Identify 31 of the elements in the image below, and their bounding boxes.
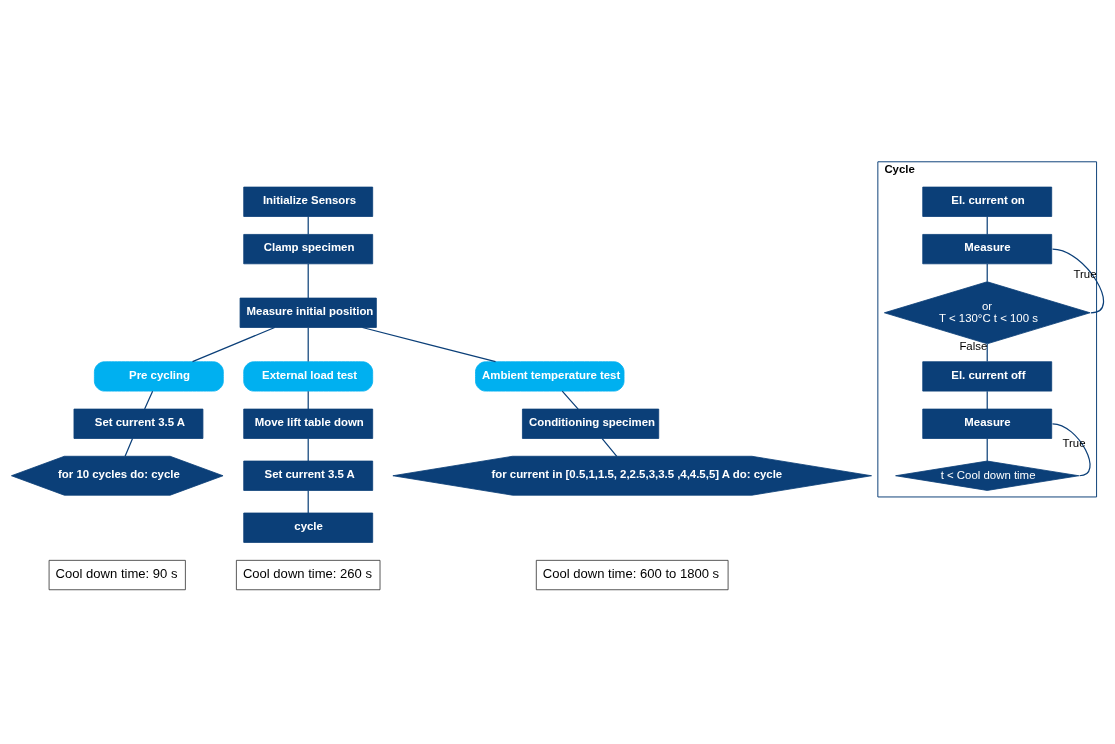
node-box: Clamp specimen <box>243 233 374 264</box>
node-box: Conditioning specimen <box>522 408 660 439</box>
connector <box>361 326 497 362</box>
node-diamond: t < Cool down time <box>895 460 1080 491</box>
connector <box>144 390 154 410</box>
connector <box>1051 422 1091 476</box>
node-box: Cool down time: 90 s <box>48 559 186 590</box>
connector <box>307 489 309 514</box>
connector <box>124 437 134 457</box>
connector <box>986 437 988 462</box>
node-box: cycle <box>243 512 374 543</box>
node-box: Measure <box>922 233 1053 264</box>
node-box: External load test <box>243 360 374 392</box>
node-box: Move lift table down <box>243 408 374 439</box>
node-box: Measure initial position <box>239 297 377 328</box>
node-box: Cool down time: 600 to 1800 s <box>535 559 729 590</box>
node-box: El. current off <box>922 360 1053 392</box>
node-box: Measure <box>922 408 1053 439</box>
connector <box>601 437 618 457</box>
connector <box>307 262 309 299</box>
connector <box>561 390 579 410</box>
node-box: Set current 3.5 A <box>73 408 204 439</box>
connector <box>307 326 309 362</box>
node-box: Cool down time: 260 s <box>235 559 381 590</box>
node-box: Set current 3.5 A <box>243 460 374 491</box>
node-box: Ambient temperature test <box>475 360 625 392</box>
connector <box>191 326 276 362</box>
connector <box>307 437 309 462</box>
node-box: Initialize Sensors <box>243 186 374 217</box>
node-box: El. current on <box>922 186 1053 217</box>
node-box: Pre cycling <box>93 360 224 392</box>
